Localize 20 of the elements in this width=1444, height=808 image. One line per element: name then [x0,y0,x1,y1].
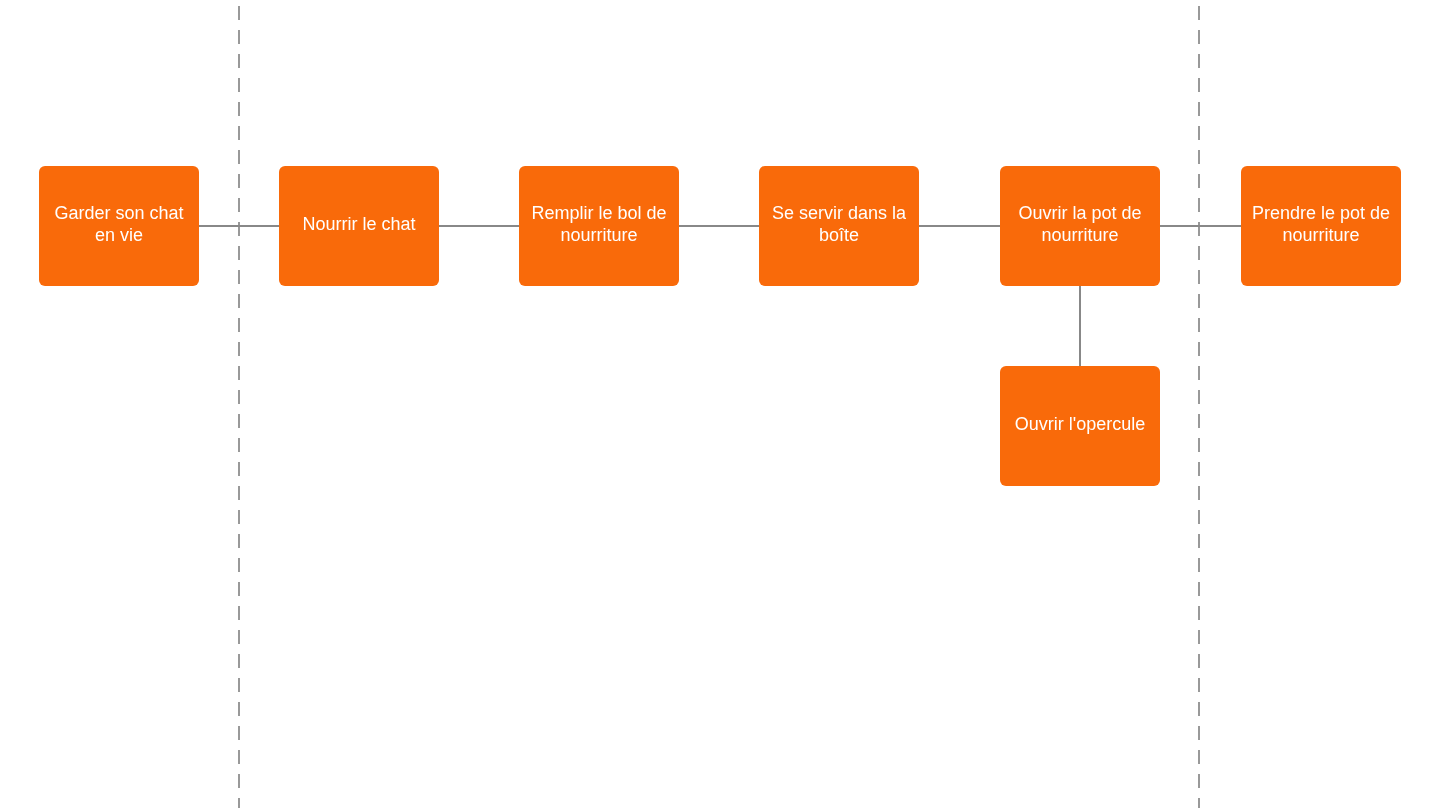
connector-line [1079,285,1081,367]
process-box [39,166,199,286]
node-label: Se servir dans la boîte [770,202,908,246]
node-label: Garder son chat en vie [53,202,185,246]
connector-line [678,225,760,227]
connector-line [438,225,520,227]
process-box [759,166,919,286]
node-label: Prendre le pot de nourriture [1250,202,1392,246]
connector-line [1159,225,1242,227]
process-box [519,166,679,286]
node-label: Nourrir le chat [302,213,416,235]
node-label: Ouvrir l'opercule [1014,413,1146,435]
process-box [1000,166,1160,286]
process-box [1000,366,1160,486]
connector-line [918,225,1001,227]
connector-line [198,225,280,227]
process-box [279,166,439,286]
node-label: Ouvrir la pot de nourriture [1017,202,1143,246]
process-box [1241,166,1401,286]
node-label: Remplir le bol de nourriture [530,202,668,246]
